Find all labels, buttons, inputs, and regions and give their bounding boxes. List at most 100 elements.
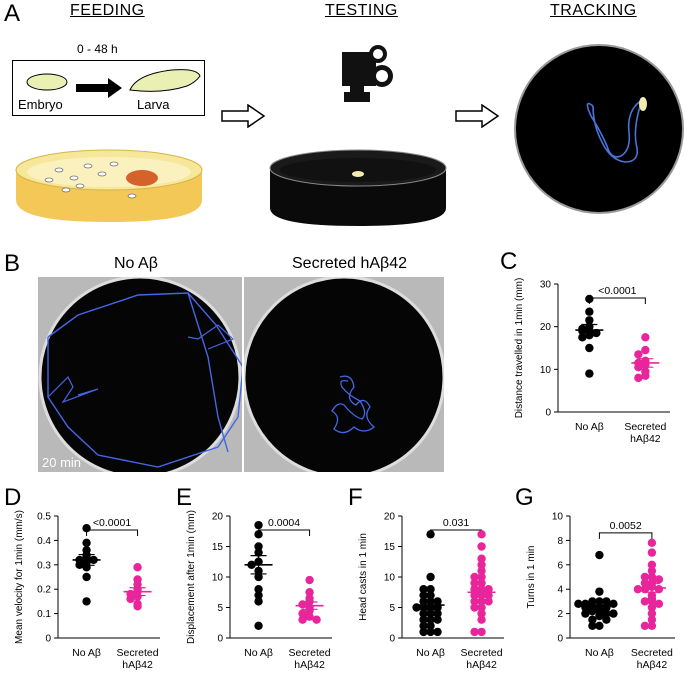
x-category-label: No Aβ [244,647,273,659]
significance-bracket [86,529,139,536]
data-point [305,597,314,606]
data-point [641,371,650,380]
data-point [470,627,479,637]
data-point [254,585,263,594]
data-point [581,609,590,618]
food-petri-dish [15,149,203,222]
y-tick-label: 0.5 [37,512,51,523]
y-tick-label: 0 [389,634,395,645]
data-point [470,603,479,612]
y-tick-label: 10 [212,573,224,584]
data-point [470,578,479,588]
data-point [595,550,604,560]
y-tick-label: 20 [212,512,224,523]
larva-icon [352,171,364,177]
y-tick-label: 2 [557,609,563,620]
data-point [609,599,618,609]
data-point [588,621,597,630]
data-point [426,530,435,539]
x-category-label: No Aβ [416,647,445,659]
testing-dish [269,149,447,226]
data-point [133,592,142,601]
y-tick-label: 0 [217,634,223,645]
data-point [595,621,604,630]
data-point [419,585,428,594]
tracking-dish [514,44,684,214]
significance-bracket [598,532,653,539]
data-point [595,587,604,596]
tracking-header: TRACKING [550,2,637,19]
data-point [578,333,587,342]
panel-c-label: C [500,248,518,275]
data-point [305,606,314,615]
data-point [426,572,435,582]
data-point [254,621,263,630]
data-point [419,591,428,600]
data-point [585,343,594,353]
data-point [647,597,657,606]
significance-bracket [588,297,646,304]
track-path [586,101,642,163]
data-point [477,603,486,612]
p-value-label: <0.0001 [598,285,636,297]
data-point [647,621,657,630]
data-point [647,572,657,582]
x-category-label: No Aβ [72,647,101,659]
y-tick-label: 20 [384,512,396,523]
data-point [633,585,643,594]
data-point [254,597,263,606]
track-path [47,292,242,468]
data-point [305,588,314,597]
data-point [602,615,611,624]
data-point [82,572,91,582]
data-point [588,615,597,624]
data-point [588,597,597,606]
data-point [477,572,486,582]
data-point [426,627,435,637]
data-point [647,538,657,548]
data-point [82,597,91,606]
x-category-label: hAβ42 [466,659,497,671]
y-axis-label: Displacement after 1min (mm) [186,510,197,644]
panel-d-label: D [4,484,22,511]
panel-a-label: A [4,0,21,27]
y-tick-label: 0 [545,408,551,419]
data-point [585,369,594,378]
feeding-header: FEEDING [70,2,145,19]
y-tick-label: 0.1 [37,609,51,620]
data-point [419,609,428,618]
y-tick-label: 6 [557,560,563,571]
data-point [426,615,435,624]
x-category-label: Secreted [461,647,503,659]
data-point [484,597,493,606]
data-point [133,563,142,572]
y-tick-label: 20 [540,322,552,333]
data-point [647,560,657,569]
no-abeta-arena-photo: 20 min [38,277,242,472]
data-point [574,599,583,609]
data-point [419,627,428,637]
track-path [47,375,99,404]
p-value-label: <0.0001 [93,517,131,529]
significance-bracket [258,529,311,536]
y-tick-label: 15 [212,542,224,553]
data-point [433,609,442,618]
data-point [477,578,486,588]
y-tick-label: 0 [45,634,51,645]
data-point [477,597,486,606]
data-point [640,585,650,594]
y-tick-label: 10 [384,573,396,584]
data-point [477,615,486,624]
data-point [640,597,650,606]
data-point [602,609,611,618]
y-tick-label: 0 [557,634,563,645]
track-path [187,324,235,350]
data-point [126,594,135,604]
x-category-label: hAβ42 [637,659,668,671]
panel-f-label: F [348,484,363,511]
data-point [419,615,428,624]
